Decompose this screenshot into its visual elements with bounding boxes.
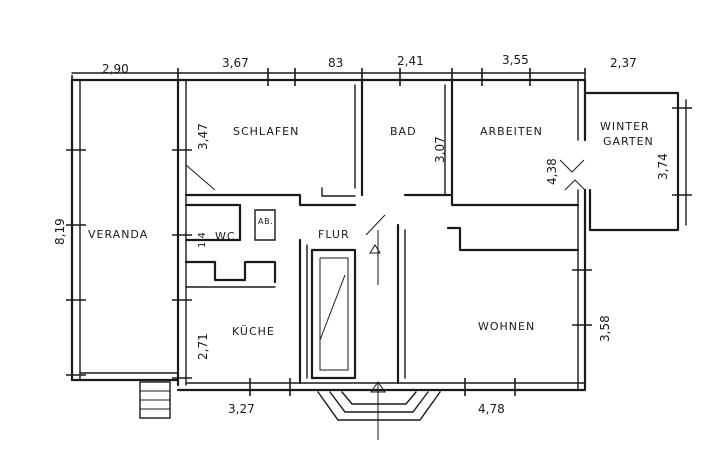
dim-arbeiten-height: 4,38: [545, 158, 559, 185]
wintergarden-walls: [583, 91, 680, 232]
door-garten: [564, 179, 586, 191]
stair-diagonal: [319, 274, 346, 341]
entrance-step-3: [341, 391, 417, 405]
stair-core-inner: [319, 257, 349, 371]
wall-arbeiten-bottom: [450, 196, 580, 207]
dim-schlafen-height: 3,47: [196, 123, 210, 150]
dim-top-veranda: 2,90: [102, 62, 129, 76]
dim-veranda-height: 8,19: [53, 218, 67, 245]
entrance-step-2: [329, 391, 429, 413]
room-labels: SCHLAFEN BAD ARBEITEN WINTER GARTEN VERA…: [88, 120, 654, 338]
dim-top-bad: 2,41: [397, 54, 424, 68]
room-label-garten: GARTEN: [603, 135, 654, 148]
dim-kueche-height: 2,71: [196, 333, 210, 360]
doors: [185, 159, 586, 440]
wall-wc: [184, 203, 242, 242]
room-label-veranda: VERANDA: [88, 228, 148, 241]
room-label-schlafen: SCHLAFEN: [233, 125, 299, 138]
dim-top-garten: 2,37: [610, 56, 637, 70]
room-label-ab: AB.: [258, 217, 273, 226]
dim-top-83: 83: [328, 56, 343, 70]
entrance-step-1: [317, 391, 441, 421]
room-label-flur: FLUR: [318, 228, 350, 241]
wall-wohnen-top: [446, 226, 580, 252]
door-bad: [365, 214, 386, 236]
room-label-wohnen: WOHNEN: [478, 320, 535, 333]
room-label-winter: WINTER: [600, 120, 650, 133]
dim-garten-height: 3,74: [656, 153, 670, 180]
wall-schlafen-step: [321, 187, 356, 197]
room-label-kueche: KÜCHE: [232, 325, 275, 338]
dim-wohnen-height: 3,58: [598, 315, 612, 342]
dim-top-schlafen: 3,67: [222, 56, 249, 70]
dim-wc-height: 1,4: [197, 232, 208, 248]
room-label-bad: BAD: [390, 125, 417, 138]
walls: [70, 72, 687, 421]
wall-schlafen-bottom: [184, 193, 357, 207]
dim-bottom-kueche: 3,27: [228, 402, 255, 416]
dim-bad-height: 3,07: [433, 136, 447, 163]
dimension-labels: 2,90 3,67 83 2,41 3,55 2,37 8,19 3,47 3,…: [53, 53, 670, 416]
door-arbeiten: [559, 159, 585, 173]
door-schlafen: [185, 164, 216, 191]
room-label-arbeiten: ARBEITEN: [480, 125, 543, 138]
dim-bottom-wohnen: 4,78: [478, 402, 505, 416]
wall-ab: [254, 209, 276, 241]
stair-core: [310, 248, 357, 380]
room-label-wc: WC: [215, 230, 236, 243]
wall-kitchen-top: [184, 260, 277, 284]
dim-top-arbeiten: 3,55: [502, 53, 529, 67]
window-marks: [66, 68, 692, 396]
